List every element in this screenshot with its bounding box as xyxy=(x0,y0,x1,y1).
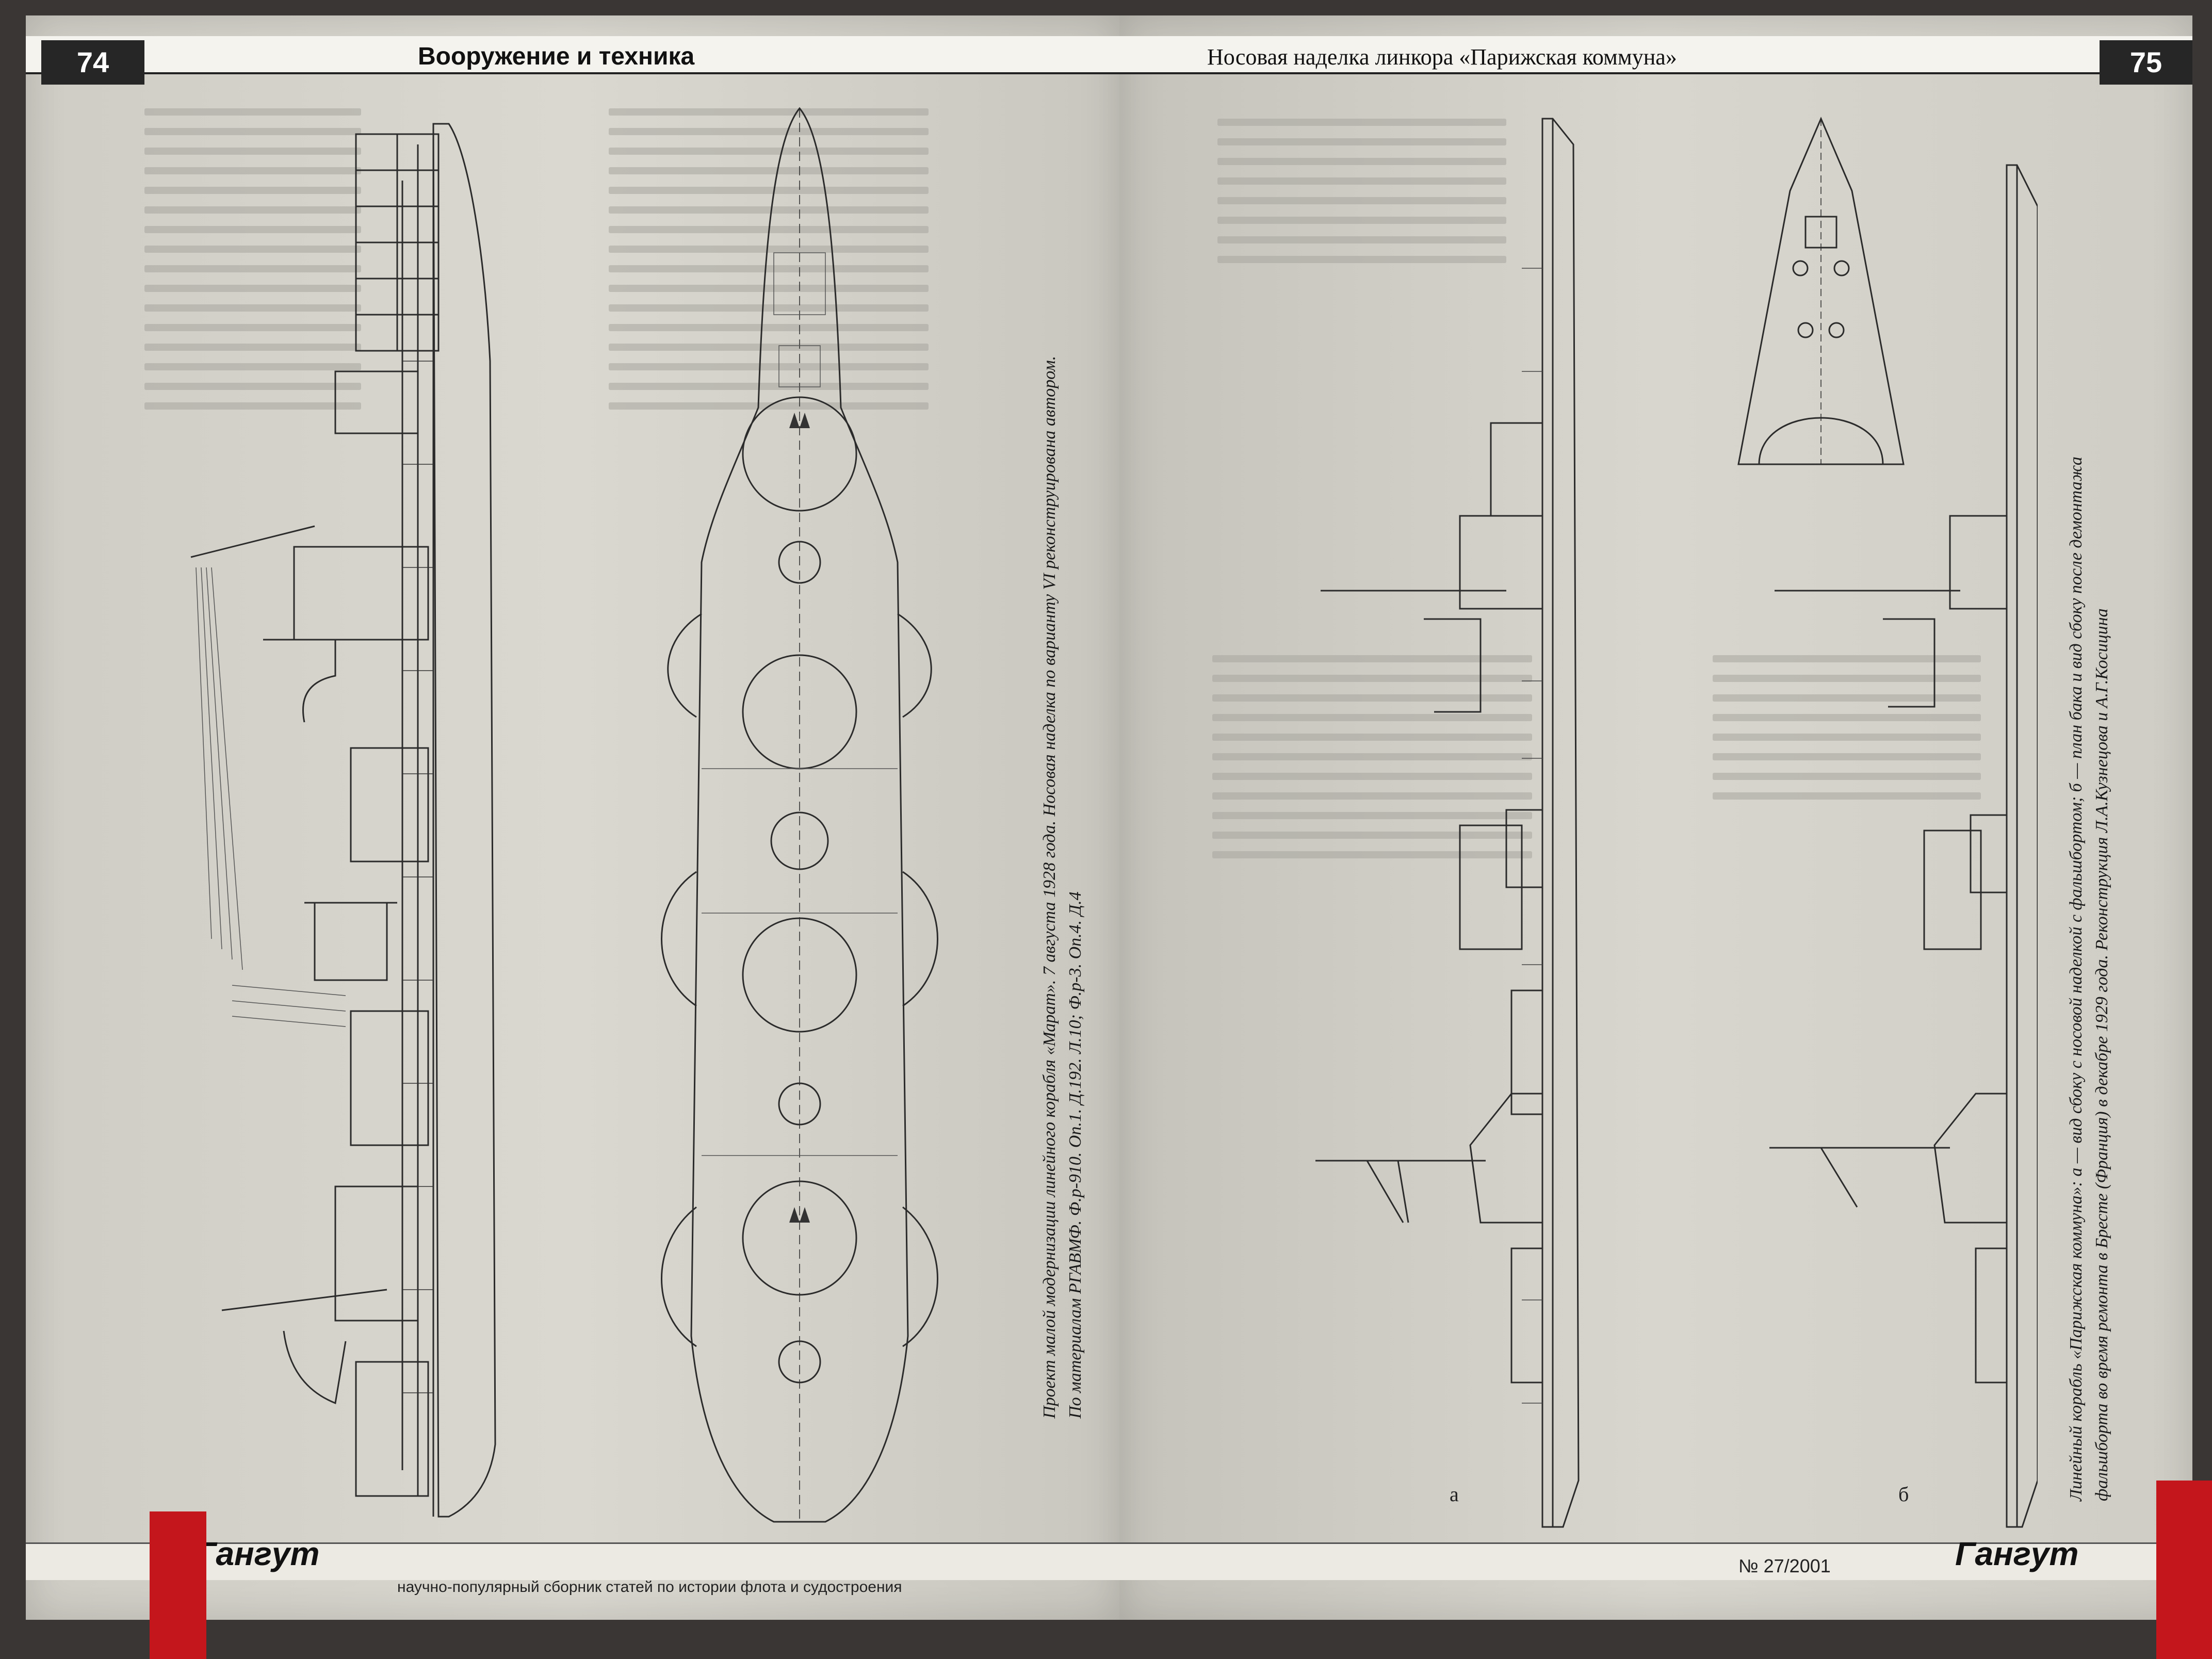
left-page: 74 Вооружение и техника xyxy=(26,15,1119,1620)
caption-line-2: фальшборта во время ремонта в Бресте (Фр… xyxy=(2092,608,2111,1501)
right-header-bar xyxy=(1119,36,2192,74)
right-page: Носовая наделка линкора «Парижская комму… xyxy=(1119,15,2192,1620)
caption-line-1: Линейный корабль «Парижская коммуна»: а … xyxy=(2067,457,2086,1501)
right-logo: Гангут xyxy=(1955,1535,2079,1572)
ship-side-elevation-drawing xyxy=(190,123,496,1518)
left-page-number: 74 xyxy=(41,40,144,85)
faint-text-column xyxy=(144,108,361,422)
figure-caption-left: Проект малой модернизации линейного кора… xyxy=(1037,356,1088,1419)
issue-number: № 27/2001 xyxy=(1738,1555,1831,1576)
ship-deck-plan-drawing xyxy=(661,107,938,1523)
faint-text-column xyxy=(609,108,929,422)
article-title: Носовая наделка линкора «Парижская комму… xyxy=(1207,44,1677,70)
faint-text-column xyxy=(1212,655,1532,871)
forecastle-plan-b-drawing xyxy=(1737,117,1905,465)
bookmark-ribbon-left xyxy=(150,1511,206,1659)
left-header-bar xyxy=(26,36,1119,74)
faint-text-column xyxy=(1217,119,1506,275)
faint-text-column xyxy=(1713,655,1981,812)
figure-caption-right: Линейный корабль «Парижская коммуна»: а … xyxy=(2063,457,2115,1501)
left-footer-bar xyxy=(26,1542,1119,1580)
left-logo: Гангут xyxy=(196,1535,320,1572)
figure-letter-a: а xyxy=(1450,1483,1459,1506)
caption-line-2: По материалам РГАВМФ. Ф.р-910. Оп.1. Д.1… xyxy=(1066,891,1085,1419)
ship-side-view-a-drawing: а xyxy=(1315,118,1580,1528)
bookmark-ribbon-right xyxy=(2156,1481,2212,1659)
right-page-number: 75 xyxy=(2100,40,2192,85)
figure-letter-b: б xyxy=(1898,1483,1909,1506)
right-footer-bar xyxy=(1119,1542,2192,1580)
footer-subtitle: научно-популярный сборник статей по исто… xyxy=(397,1579,902,1596)
caption-line-1: Проект малой модернизации линейного кора… xyxy=(1040,355,1059,1419)
ship-side-view-b-drawing: б xyxy=(1769,164,2038,1528)
section-title: Вооружение и техника xyxy=(418,43,695,70)
